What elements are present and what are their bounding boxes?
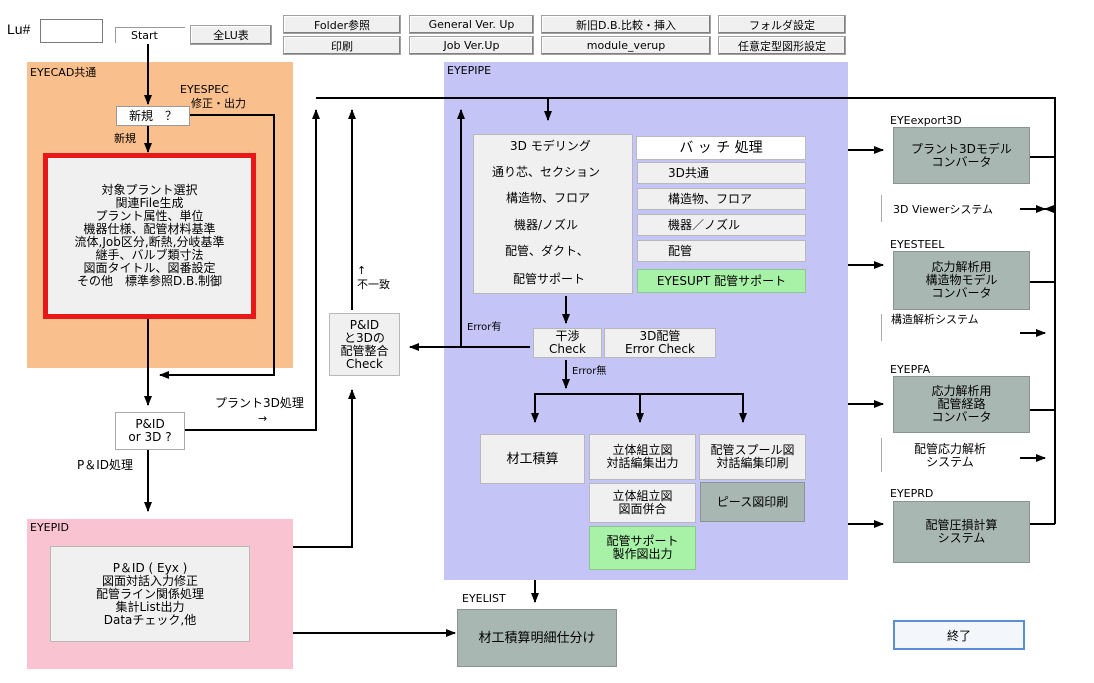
folder-ref-button[interactable]: Folder参照 (283, 15, 401, 34)
modeling-item-2[interactable]: 構造物、フロア (506, 191, 591, 205)
plant-setup-box[interactable]: 対象プラント選択 関連File生成 プラント属性、単位 機器仕様、配管材料基準 … (43, 153, 256, 319)
interference-check-box[interactable]: 干渉 Check (533, 328, 602, 358)
modeling-item-5[interactable]: 配管サポート (513, 272, 586, 286)
pfa-divider (881, 438, 882, 472)
modeling-item-4[interactable]: 配管、ダクト、 (505, 244, 589, 258)
structure-analysis-label: 構造解析システム (891, 313, 979, 326)
new-label: 新規 (114, 132, 136, 145)
batch-header: バ ッ チ 処理 (636, 136, 806, 160)
eyesteel-title: EYESTEEL (890, 238, 945, 251)
material-estimate-box[interactable]: 材工積算 (480, 434, 585, 484)
pid-process-label: P＆ID処理 (77, 458, 134, 472)
modeling-item-1[interactable]: 通り芯、セクション (492, 165, 601, 179)
plant3d-label: プラント3D処理 (215, 396, 304, 410)
eyecad-title: EYECAD共通 (30, 66, 97, 79)
eyespec-subtitle: 修正・出力 (191, 97, 246, 110)
pipe-stress-system-label: 配管応力解析 システム (913, 442, 986, 469)
export3d-title: EYEexport3D (890, 114, 962, 127)
all-lu-button[interactable]: 全LU表 (190, 25, 272, 45)
eyelist-title: EYELIST (462, 592, 506, 605)
error-ari-label: Error有 (467, 322, 502, 333)
db-compare-button[interactable]: 新旧D.B.比較・挿入 (541, 15, 711, 34)
mismatch-label: 不一致 (357, 278, 390, 291)
pipe3d-error-check-box[interactable]: 3D配管 Error Check (604, 328, 716, 358)
export3d-converter-box[interactable]: プラント3Dモデル コンバータ (893, 127, 1030, 184)
modeling-panel (473, 134, 633, 294)
consistency-check-box[interactable]: P&ID と3Dの 配管整合 Check (329, 313, 400, 376)
modeling-item-0[interactable]: 3D モデリング (510, 139, 591, 153)
lu-label: Lu# (7, 21, 31, 37)
pid-editor-box[interactable]: P＆ID ( Eyx ) 図面対話入力修正 配管ライン関係処理 集計List出力… (50, 546, 250, 642)
batch-item-equipment[interactable]: 機器／ノズル (637, 214, 806, 236)
job-verup-button[interactable]: Job Ver.Up (409, 36, 534, 55)
exit-button[interactable]: 終了 (893, 620, 1025, 650)
module-verup-button[interactable]: module_verup (541, 36, 711, 55)
print-button[interactable]: 印刷 (283, 36, 401, 55)
eyepid-title: EYEPID (30, 521, 69, 534)
steel-converter-box[interactable]: 応力解析用 構造物モデル コンバータ (893, 251, 1030, 310)
steel-divider (881, 314, 882, 341)
iso-edit-output-box[interactable]: 立体組立図 対話編集出力 (589, 434, 696, 480)
eyespec-title: EYESPEC (180, 83, 229, 96)
new-decision-box[interactable]: 新規 ？ (116, 106, 190, 126)
spool-edit-print-box[interactable]: 配管スプール図 対話編集印刷 (699, 434, 806, 480)
eyepfa-title: EYEPFA (890, 363, 931, 376)
eyepipe-title: EYEPIPE (447, 64, 492, 77)
viewer-divider (881, 195, 882, 222)
general-verup-button[interactable]: General Ver. Up (409, 15, 534, 34)
start-field[interactable]: Start (115, 27, 185, 43)
lu-input[interactable] (40, 19, 103, 43)
batch-item-3d-common[interactable]: 3D共通 (637, 162, 806, 184)
start-label: Start (131, 29, 158, 42)
support-drawing-box[interactable]: 配管サポート 製作図出力 (589, 526, 696, 570)
eyesupt-support-box[interactable]: EYESUPT 配管サポート (637, 269, 806, 293)
shape-settings-button[interactable]: 任意定型図形設定 (718, 36, 846, 55)
modeling-item-3[interactable]: 機器/ノズル (514, 218, 579, 232)
pressure-loss-box[interactable]: 配管圧損計算 システム (893, 501, 1030, 563)
pid-or-3d-box[interactable]: P&ID or 3D ? (115, 412, 185, 450)
mismatch-arrow-label: ↑ (357, 264, 367, 277)
eyeprd-title: EYEPRD (890, 487, 934, 500)
plant3d-arrow: → (258, 412, 268, 425)
viewer-system-label: 3D Viewerシステム (893, 203, 994, 216)
batch-item-piping[interactable]: 配管 (637, 240, 806, 262)
batch-item-structure[interactable]: 構造物、フロア (637, 188, 806, 210)
iso-merge-box[interactable]: 立体組立図 図面併合 (589, 483, 696, 523)
piece-print-box[interactable]: ピース図印刷 (700, 482, 805, 522)
material-breakdown-box[interactable]: 材工積算明細仕分け (457, 609, 617, 667)
folder-settings-button[interactable]: フォルダ設定 (718, 15, 846, 34)
error-nashi-label: Error無 (572, 366, 607, 377)
pfa-converter-box[interactable]: 応力解析用 配管経路 コンバータ (893, 376, 1030, 433)
